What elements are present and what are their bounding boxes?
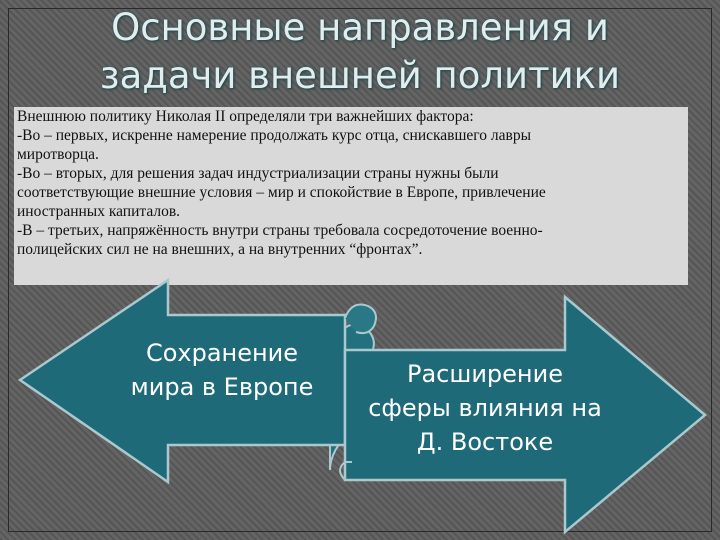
left-arrow-label: Сохранение мира в Европе <box>112 336 332 404</box>
text-line: соответствующие внешние условия – мир и … <box>17 184 546 201</box>
text-line: -В – третьих, напряжённость внутри стран… <box>17 222 543 239</box>
slide-title: Основные направления и задачи внешней по… <box>0 4 720 100</box>
text-line: -Во – первых, искренне намерение продолж… <box>17 127 532 144</box>
title-line-1: Основные направления и <box>111 6 609 49</box>
slide-frame <box>8 8 712 532</box>
right-arrow-line-1: Расширение <box>407 360 563 388</box>
text-line: миротворца. <box>17 146 99 163</box>
text-line: иностранных капиталов. <box>17 203 181 220</box>
left-arrow-line-1: Сохранение <box>145 339 299 367</box>
text-line: полицейских сил не на внешних, а на внут… <box>17 241 423 258</box>
text-line: -Во – вторых, для решения задач индустри… <box>17 165 499 182</box>
left-arrow-line-2: мира в Европе <box>130 373 314 401</box>
title-line-2: задачи внешней политики <box>99 54 621 97</box>
right-arrow-label: Расширение сферы влияния на Д. Востоке <box>365 357 605 459</box>
text-line: Внешнюю политику Николая II определяли т… <box>17 108 474 125</box>
factors-text-box: Внешнюю политику Николая II определяли т… <box>14 107 688 285</box>
right-arrow-shape <box>343 294 707 535</box>
right-arrow-line-3: Д. Востоке <box>416 428 554 456</box>
scroll-fold <box>339 461 352 481</box>
right-arrow-line-2: сферы влияния на <box>368 394 602 422</box>
scroll-curl <box>344 303 377 335</box>
